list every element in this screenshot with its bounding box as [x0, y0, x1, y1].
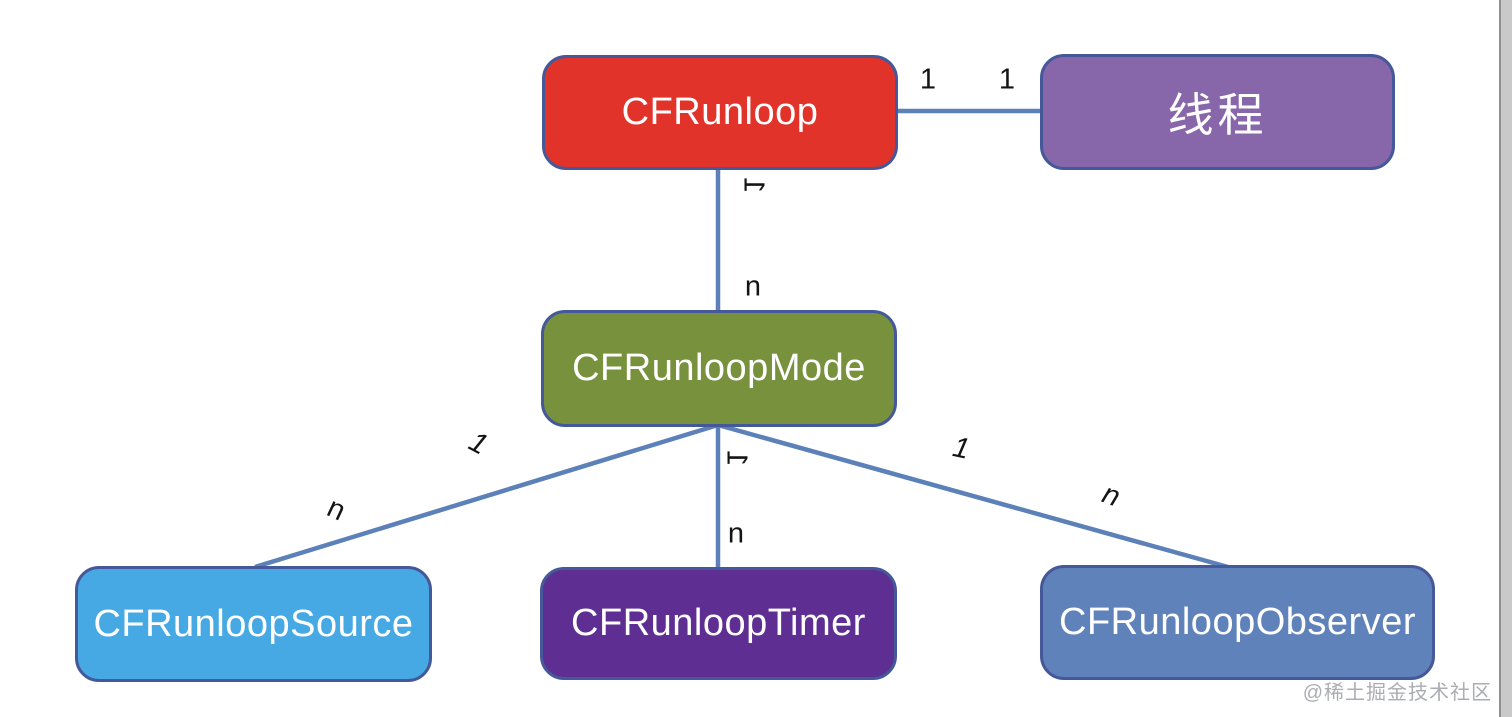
node-cfrunloopobserver-label: CFRunloopObserver	[1059, 601, 1416, 643]
node-cfrunlooptimer: CFRunloopTimer	[540, 567, 897, 680]
node-cfrunloopmode-label: CFRunloopMode	[572, 347, 866, 389]
node-cfrunloopsource-label: CFRunloopSource	[93, 602, 414, 645]
node-cfrunloop-label: CFRunloop	[621, 91, 819, 133]
node-cfrunloop: CFRunloop	[542, 55, 898, 170]
multiplicity-cfrunloop-mode-bottom: n	[744, 270, 762, 303]
node-thread-label: 线程	[1167, 88, 1268, 142]
multiplicity-mode-timer-bottom: n	[727, 517, 745, 550]
node-thread: 线程	[1040, 54, 1395, 170]
multiplicity-cfrunloop-mode-top: 1	[737, 176, 770, 194]
connector-mode-source	[254, 422, 719, 570]
connector-mode-observer	[717, 422, 1229, 570]
node-cfrunloopsource: CFRunloopSource	[75, 566, 432, 682]
multiplicity-cfrunloop-side: 1	[919, 63, 937, 96]
node-cfrunlooptimer-label: CFRunloopTimer	[571, 602, 866, 644]
multiplicity-thread-side: 1	[998, 63, 1016, 96]
scrollbar-track[interactable]	[1499, 0, 1512, 717]
node-cfrunloopmode: CFRunloopMode	[541, 310, 897, 427]
multiplicity-mode-timer-top: 1	[720, 449, 753, 467]
juejin-watermark: @稀土掘金技术社区	[1302, 682, 1492, 704]
node-cfrunloopobserver: CFRunloopObserver	[1040, 565, 1435, 680]
